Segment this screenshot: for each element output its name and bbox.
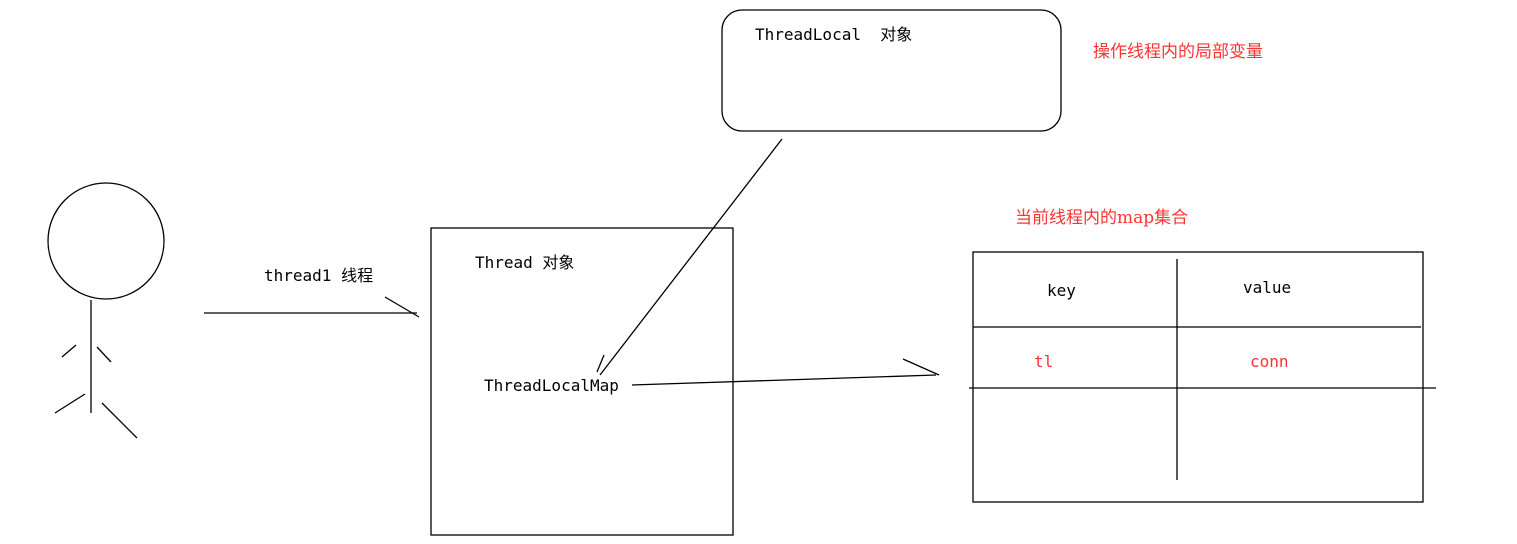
actor-head xyxy=(47,182,165,300)
actor-arm-left xyxy=(61,344,77,358)
thread-box-title: Thread 对象 xyxy=(475,253,575,272)
thread-arrow-label: thread1 线程 xyxy=(264,266,374,285)
threadlocal-box xyxy=(721,9,1062,132)
map-cell-value: conn xyxy=(1250,352,1289,371)
map-table xyxy=(969,251,1436,503)
threadlocal-box-title: ThreadLocal 对象 xyxy=(755,25,913,44)
threadlocal-arrow xyxy=(596,138,783,376)
map-arrow xyxy=(631,358,940,386)
thread-arrow xyxy=(204,296,420,318)
stick-figure-icon xyxy=(47,182,165,439)
threadlocal-arrow-shaft xyxy=(599,138,783,376)
map-note: 当前线程内的map集合 xyxy=(1015,208,1189,228)
map-header-key: key xyxy=(1047,281,1076,300)
actor-leg-right xyxy=(101,402,138,439)
thread-arrow-head xyxy=(384,296,420,318)
map-table-border xyxy=(972,251,1424,503)
actor-leg-left xyxy=(54,393,86,414)
actor-arm-right xyxy=(96,346,112,363)
map-arrow-shaft xyxy=(631,374,937,386)
threadlocal-note: 操作线程内的局部变量 xyxy=(1093,42,1263,62)
map-header-value: value xyxy=(1243,278,1292,297)
threadlocal-arrow-head xyxy=(596,354,605,373)
map-arrow-head xyxy=(902,358,940,376)
map-cell-key: tl xyxy=(1034,352,1054,371)
threadlocalmap-label: ThreadLocalMap xyxy=(484,376,619,395)
